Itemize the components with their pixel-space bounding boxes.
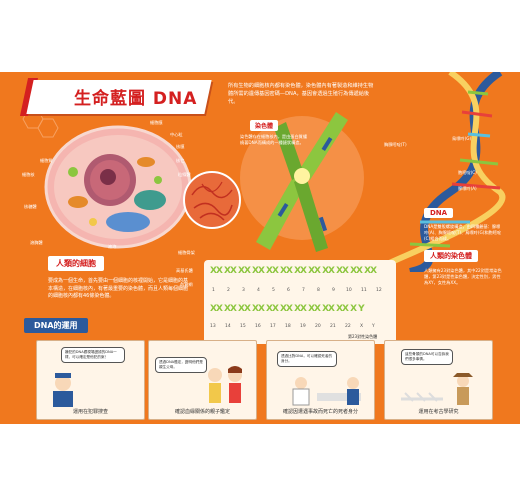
chromosome-text: 染色體存在細胞核內，是由蛋白質纏繞著DNA而構成的一種鏈狀構造。 [240,134,308,145]
chromosome-number: 19 [300,324,306,329]
cell-label-ribosome: 核糖體 [24,204,37,209]
panel-bubble: 透過DNA鑑定，證明他們是親生父母。 [155,357,207,373]
chromosome-number: 14 [225,324,231,329]
chromosome-number: 5 [272,288,275,293]
karyotype-box: XX XX XX XX XX XX XX XX XX XX XX XX XX X… [204,260,396,344]
cell-label-membrane: 細胞膜 [150,120,163,125]
archaeologist-figure-icon [401,373,473,405]
poster-background: 生命藍圖 DNA 所有生物的細胞核內都有染色體，染色體內有著製造和維持生物體所需… [0,72,520,424]
chromosome-illustration [240,112,364,252]
chromosome-number: 17 [270,324,276,329]
dna-helix-illustration [368,72,506,272]
panel-archaeology: 這些骨頭的DNA可以告訴我們很多事情。 運用在考古學研究 [384,340,493,420]
chromosome-number: 4 [257,288,260,293]
page-title: 生命藍圖 DNA [74,89,198,109]
dna-heading: DNA [424,208,454,218]
chromosome-number: 2 [227,288,230,293]
panel-paternity-test: 透過DNA鑑定，證明他們是親生父母。 確認血緣關係的親子鑑定 [148,340,257,420]
panel-caption: 確認因遭遇事故而死亡的死者身分 [282,409,358,415]
cell-label-nuclear-envelope: 核膜 [176,144,185,149]
chromosome-number: 3 [242,288,245,293]
chromosome-number: 15 [240,324,246,329]
panel-caption: 確認血緣關係的親子鑑定 [174,409,230,415]
helix-label-guanine: 鳥嘌呤(G) [452,136,472,141]
chromosome-number: 22 [345,324,351,329]
chromosome-heading: 染色體 [250,120,279,131]
human-cell-heading: 人類的細胞 [48,256,104,271]
chromosome-number: 18 [285,324,291,329]
panel-identify-deceased: 透過比對DNA，可以確認死者的身分。 確認因遭遇事故而死亡的死者身分 [266,340,375,420]
cell-label-cytoskeleton: 細胞骨架 [178,250,195,255]
chromosome-number: 16 [255,324,261,329]
cell-label-nucleolus: 核仁 [176,158,185,163]
intro-text: 所有生物的細胞核內都有染色體，染色體內有著製造和維持生物體所需的遺傳基因密碼—D… [228,83,374,105]
chromosome-number: 6 [287,288,290,293]
chromosome-number: 7 [302,288,305,293]
chromosome-number: 20 [315,324,321,329]
chromosome-number: X [360,324,364,329]
chromosome-number: 1 [212,288,215,293]
panel-bubble: 透過比對DNA，可以確認死者的身分。 [277,351,337,367]
chromosome-number: 11 [361,288,367,293]
dna-use-heading: DNA的運用 [24,318,88,333]
chromosome-number: 8 [317,288,320,293]
cell-illustration [44,125,192,249]
helix-label-cytosine: 胞嘧啶(C) [458,170,477,175]
chromosome-number: Y [372,324,375,329]
human-chromosome-text: 人類擁有23對染色體，其中22對是常染色體，第23對是性染色體，決定性別，男性為… [424,268,502,285]
nucleus-zoom-illustration [183,171,241,229]
karyotype-row-1: XX XX XX XX XX XX XX XX XX XX XX XX [210,266,377,276]
police-figure-icon [53,373,73,407]
panel-crime-investigation: 嫌犯的DNA跟現場證據的DNA一樣，可以確定是他犯的案！ 運用在犯罪搜查 [36,340,145,420]
dna-text: DNA是雙股螺旋構造，由四種鹼基：腺嘌呤(A)、胸腺嘧啶(T)、鳥嘌呤(G)和胞… [424,224,502,241]
cell-label-lysosome: 溶酶體 [30,240,43,245]
family-figure-icon [208,366,242,403]
doctor-figure-icon [292,377,361,406]
chromosome-number: 13 [210,324,216,329]
cell-label-golgi: 高基氏體 [176,268,193,273]
helix-label-adenine: 腺嘌呤(A) [458,186,477,191]
panel-caption: 運用在犯罪搜查 [72,409,108,415]
panel-caption: 運用在考古學研究 [418,409,459,415]
chromosome-number: 12 [376,288,382,293]
cell-label-mitochondria: 粒線體 [178,172,191,177]
cell-label-centriole: 中心粒 [170,132,183,137]
cell-label-er: 內質網 [180,282,193,287]
human-cell-text: 要成為一個生命，首先要由一個細胞的核裡開始，它是細胞的基本構造，在細胞核內，有著… [48,278,189,299]
cell-label-vacuole: 液泡 [108,244,117,249]
chromosome-number: 9 [332,288,335,293]
sex-chromosome-legend: 第23對性染色體 [348,334,378,339]
chromosome-number: 10 [346,288,352,293]
cell-label-nucleus: 細胞核 [22,172,35,177]
chromosome-number: 21 [330,324,336,329]
human-chromosome-heading: 人類的染色體 [424,250,478,262]
helix-label-thymine: 胸腺嘧啶(T) [384,142,407,147]
panel-bubble: 嫌犯的DNA跟現場證據的DNA一樣，可以確定是他犯的案！ [61,347,125,363]
panel-bubble: 這些骨頭的DNA可以告訴我們很多事情。 [401,349,453,365]
cell-label-cytoplasm: 細胞質 [40,158,53,163]
karyotype-row-2: XX XX XX XX XX XX XX XX XX XX X Y [210,304,365,314]
